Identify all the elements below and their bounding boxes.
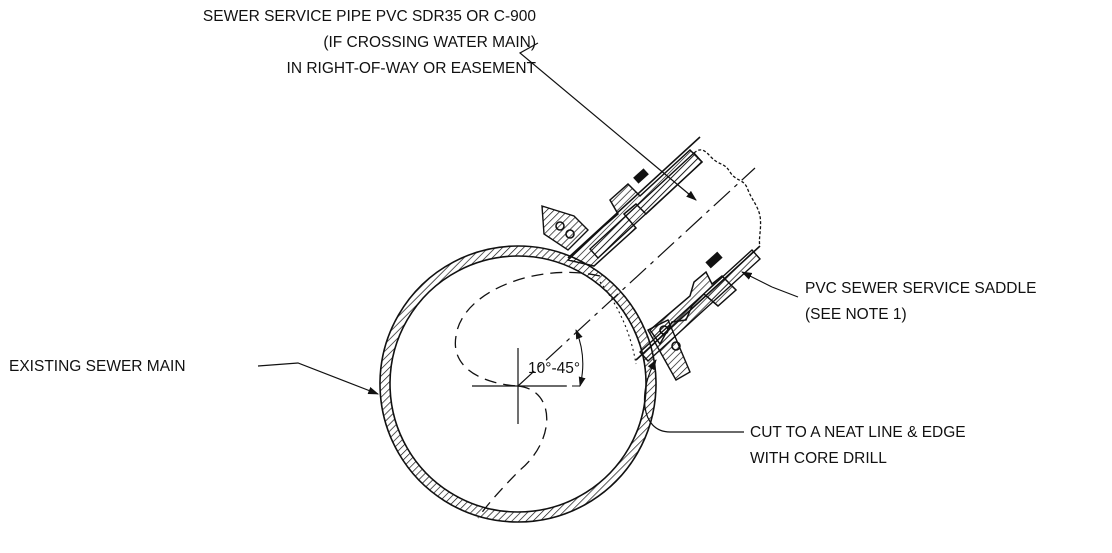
cut-leader [644, 359, 744, 433]
main-leader [257, 362, 380, 395]
rotation-range-dashed-curves [454, 271, 601, 519]
labels: SEWER SERVICE PIPE PVC SDR35 OR C-900 (I… [9, 8, 1036, 467]
main-label: EXISTING SEWER MAIN [9, 358, 186, 375]
sewer-main-wall [379, 245, 657, 523]
saddle-leader-tail [771, 286, 799, 298]
core-drill-opening [599, 281, 637, 365]
angle-dimension: 10°-45° [518, 329, 586, 387]
leaders [257, 42, 799, 433]
cut-label-line1: CUT TO A NEAT LINE & EDGE [750, 424, 966, 441]
cut-label-line2: WITH CORE DRILL [750, 450, 887, 467]
saddle-label-line1: PVC SEWER SERVICE SADDLE [805, 280, 1036, 297]
sewer-main [379, 245, 657, 523]
saddle-lower [647, 251, 738, 381]
pipe-label-line2: (IF CROSSING WATER MAIN) [323, 34, 536, 51]
pipe-leader [518, 42, 697, 201]
service-pipe-centerline [517, 167, 756, 387]
saddle-upper [541, 148, 704, 267]
pipe-label-line3: IN RIGHT-OF-WAY OR EASEMENT [287, 60, 537, 77]
pipe-label-line1: SEWER SERVICE PIPE PVC SDR35 OR C-900 [203, 8, 536, 25]
angle-label: 10°-45° [528, 360, 580, 377]
saddle-leader [741, 271, 773, 288]
saddle-label-line2: (SEE NOTE 1) [805, 306, 907, 323]
